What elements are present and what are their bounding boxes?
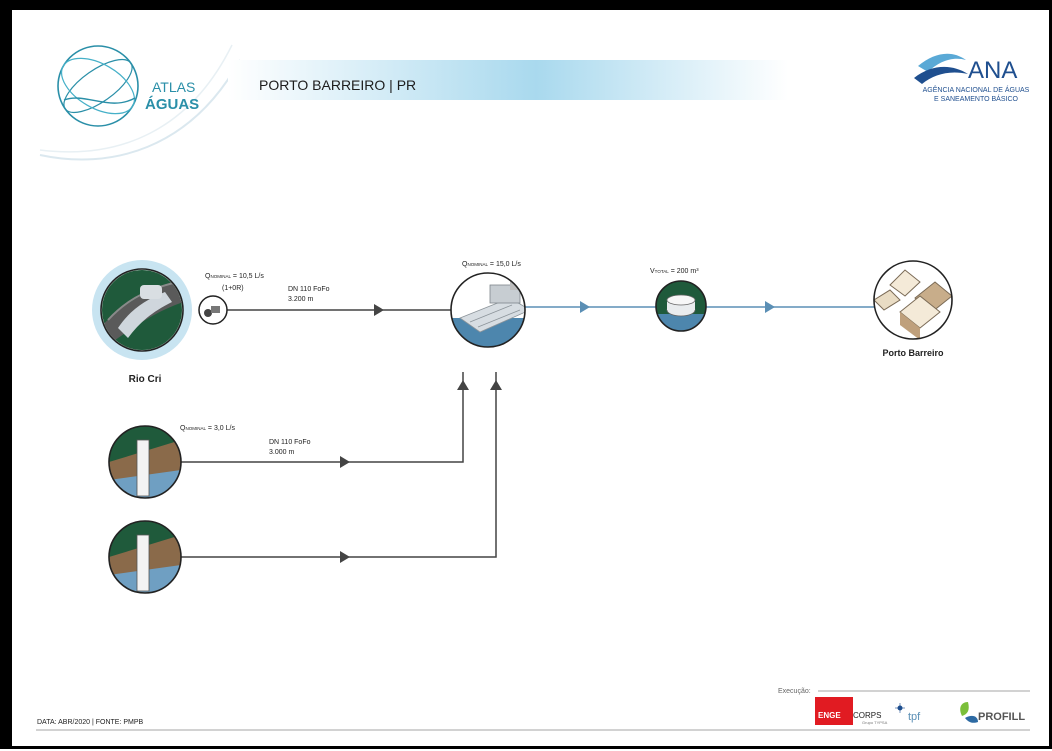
river-pump-config: (1+0R) [222,285,244,292]
river-pipe-label: DN 110 FoFo [288,286,330,293]
engecorps-logo-sub: Grupo TYPSA [862,720,888,725]
engecorps-logo-part-a: ENGE [818,711,841,720]
treatment-plant-icon [451,273,525,347]
leaf-icon [960,702,969,716]
profill-logo-text: PROFILL [978,711,1025,723]
pipe-treatment-to-reservoir [525,301,656,313]
atlas-globe-icon [57,45,139,127]
pipe-rio-to-treatment [225,304,452,316]
engecorps-logo-part-b: CORPS [853,711,881,720]
atlas-logo-line1: ATLAS [152,79,195,95]
profill-logo: PROFILL [960,702,1025,723]
ana-logo-name: ANA [968,57,1017,84]
arrow-right-icon [580,301,590,313]
well-node-2 [108,520,182,594]
houses-icon [874,261,952,339]
tpf-logo-text: tpf [908,711,921,723]
treatment-plant-node: QNOMINAL = 15,0 L/s [450,261,526,348]
title-bar [228,60,788,100]
reservoir-volume-label: VTOTAL = 200 m³ [650,268,699,275]
well-icon [109,426,181,498]
pipe-reservoir-to-city [706,301,874,313]
arrow-right-icon [374,304,384,316]
engecorps-logo: ENGE CORPS Grupo TYPSA [815,697,888,725]
river-intake-node: Rio Cri QNOMINAL = 10,5 L/s (1+0R) DN 11… [92,260,330,385]
arrow-up-icon [457,380,469,390]
river-intake-icon [102,270,182,350]
arrow-right-icon [765,301,775,313]
river-flow-label: QNOMINAL = 10,5 L/s [205,273,264,280]
atlas-logo-line2: ÁGUAS [145,96,199,113]
ana-wave-icon [918,53,966,72]
well1-pipe-label: DN 110 FoFo [269,439,311,446]
reservoir-node: VTOTAL = 200 m³ [650,268,707,332]
pipe-well2-to-treatment [180,372,502,563]
reservoir-icon [656,281,706,331]
well1-pipe-length: 3.000 m [269,449,294,456]
well-icon [109,521,181,593]
city-node: Porto Barreiro [873,260,953,358]
arrow-right-icon [340,551,350,563]
execucao-label: Execução: [778,688,811,695]
footer-data-fonte: DATA: ABR/2020 | FONTE: PMPB [37,719,144,726]
ana-logo-sub1: AGÊNCIA NACIONAL DE ÁGUAS [923,85,1030,94]
treatment-flow-label: QNOMINAL = 15,0 L/s [462,261,521,268]
river-label: Rio Cri [129,374,162,385]
river-pipe-length: 3.200 m [288,296,313,303]
city-label: Porto Barreiro [882,348,944,358]
atlas-aguas-logo: ATLAS ÁGUAS [39,44,241,161]
well1-flow-label: QNOMINAL = 3,0 L/s [180,425,235,432]
tpf-logo: tpf [895,703,921,723]
diagram-canvas: ATLAS ÁGUAS PORTO BARREIRO | PR ANA AGÊN… [36,44,1030,731]
ana-logo-sub2: E SANEAMENTO BÁSICO [934,94,1018,103]
ana-logo: ANA AGÊNCIA NACIONAL DE ÁGUAS E SANEAMEN… [914,53,1030,103]
page-title: PORTO BARREIRO | PR [259,77,416,93]
pipe-well1-to-treatment [180,372,469,468]
arrow-right-icon [340,456,350,468]
well-node-1: QNOMINAL = 3,0 L/s DN 110 FoFo 3.000 m [108,425,311,499]
arrow-up-icon [490,380,502,390]
